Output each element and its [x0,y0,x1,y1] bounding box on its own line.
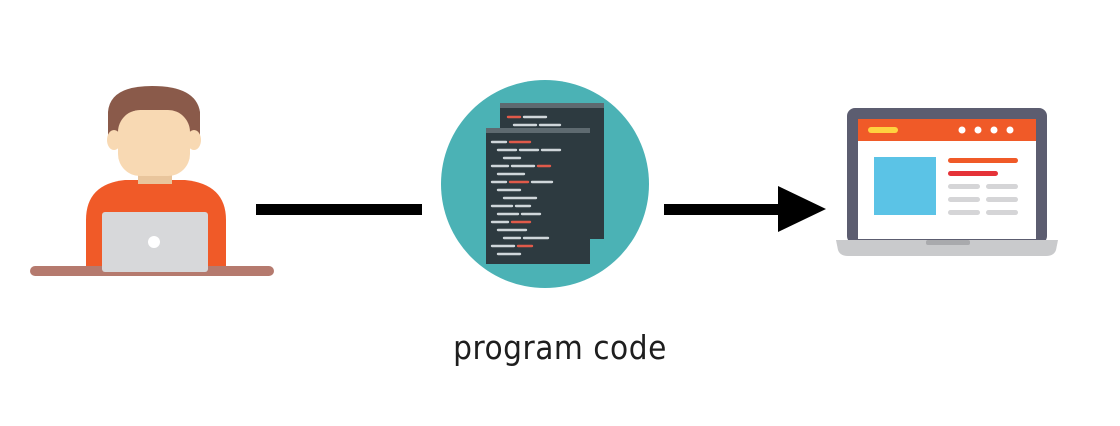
browser-laptop-icon [836,108,1058,256]
code-files-icon [441,80,649,288]
developer-icon [30,86,274,276]
caption-program-code: program code [453,328,667,367]
arrow-connector [664,186,826,232]
connector-line [256,204,422,215]
